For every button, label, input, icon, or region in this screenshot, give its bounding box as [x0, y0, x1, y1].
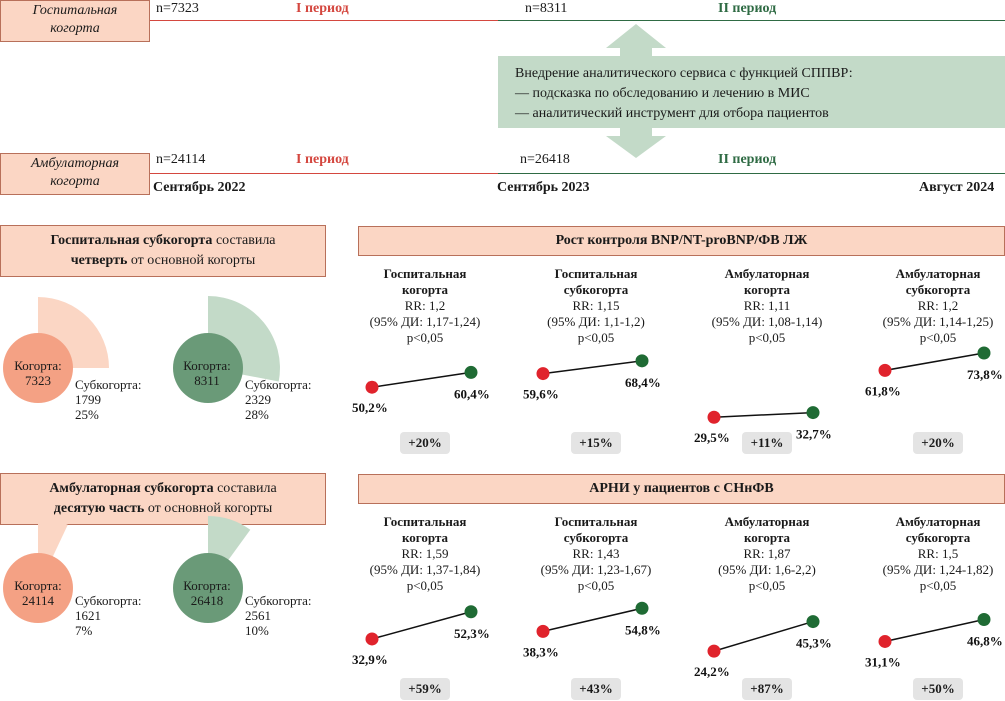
ambulatory-n-period2: n=26418 — [520, 152, 570, 167]
arni-after-label-3: 45,3% — [796, 636, 832, 651]
pie-a1-cohort-circle — [3, 553, 73, 623]
pie-h2-cohort-circle — [173, 333, 243, 403]
bnp-before-label-4: 61,8% — [865, 383, 901, 398]
hospital-subcohort-box: Госпитальная субкогорта составила четвер… — [0, 225, 326, 277]
hospital-n-period1: n=7323 — [156, 1, 199, 16]
bnp-change-badge-1: +20% — [400, 432, 450, 454]
bnp-after-label-4: 73,8% — [967, 367, 1003, 382]
arni-slope-line-3 — [713, 620, 814, 652]
bnp-change-badge-4: +20% — [913, 432, 963, 454]
arni-after-label-4: 46,8% — [967, 633, 1003, 648]
ambulatory-n-period1: n=24114 — [156, 152, 206, 167]
hospital-period1-label: I период — [296, 1, 349, 16]
pie-h1-cohort-text: Когорта:7323 — [14, 358, 62, 388]
pie-a2-cohort-circle — [173, 553, 243, 623]
bnp-after-point-3 — [806, 406, 820, 420]
intervention-line-3: — аналитический инструмент для отбора па… — [515, 106, 829, 121]
bnp-slope-line-1 — [371, 371, 472, 388]
ambulatory-cohort-label: Амбулаторная когорта — [0, 153, 150, 195]
bnp-after-point-1 — [464, 365, 478, 379]
bnp-panel-title: Рост контроля BNP/NT-proBNP/ФВ ЛЖ — [358, 226, 1005, 256]
arni-before-point-3 — [707, 644, 721, 658]
bnp-slope-line-4 — [884, 352, 985, 372]
hospital-cohort-label: Госпитальная когорта — [0, 0, 150, 42]
arni-after-point-1 — [464, 605, 478, 619]
arni-change-badge-4: +50% — [913, 678, 963, 700]
arni-panel-title: АРНИ у пациентов с СНнФВ — [358, 474, 1005, 504]
arni-change-badge-1: +59% — [400, 678, 450, 700]
bnp-slope-line-3 — [713, 411, 814, 418]
arni-slope-line-4 — [884, 618, 985, 643]
bnp-slope-line-2 — [542, 360, 643, 375]
intervention-line-1: Внедрение аналитического сервиса с функц… — [515, 66, 853, 81]
arni-before-point-1 — [365, 632, 379, 646]
arni-before-label-3: 24,2% — [694, 664, 730, 679]
bnp-after-point-4 — [977, 346, 991, 360]
date-mid: Сентябрь 2023 — [497, 180, 590, 195]
intervention-box: Внедрение аналитического сервиса с функц… — [498, 56, 1005, 128]
pie-h1-cohort-circle — [3, 333, 73, 403]
bnp-after-point-2 — [635, 354, 649, 368]
arni-after-label-2: 54,8% — [625, 622, 661, 637]
arni-before-label-4: 31,1% — [865, 654, 901, 669]
hospital-period2-label: II период — [718, 1, 777, 16]
ambulatory-subcohort-box: Амбулаторная субкогорта составила десяту… — [0, 473, 326, 525]
pie-a2-cohort-text: Когорта:26418 — [183, 578, 231, 608]
hospital-period1-line — [150, 20, 498, 21]
arni-slope-line-2 — [542, 607, 643, 633]
date-start: Сентябрь 2022 — [153, 180, 246, 195]
bnp-before-label-3: 29,5% — [694, 430, 730, 445]
arni-after-point-2 — [635, 601, 649, 615]
arni-before-label-2: 38,3% — [523, 644, 559, 659]
hospital-period2-line — [498, 20, 1005, 21]
bnp-after-label-2: 68,4% — [625, 375, 661, 390]
ambulatory-period1-label: I период — [296, 152, 349, 167]
pie-a1-cohort-text: Когорта:24114 — [14, 578, 62, 608]
arni-change-badge-2: +43% — [571, 678, 621, 700]
ambulatory-period2-label: II период — [718, 152, 777, 167]
bnp-change-badge-3: +11% — [742, 432, 792, 454]
bnp-change-badge-2: +15% — [571, 432, 621, 454]
intervention-line-2: — подсказка по обследованию и лечению в … — [515, 86, 810, 101]
ambulatory-period1-line — [150, 173, 498, 174]
arni-after-point-3 — [806, 615, 820, 629]
subcohort-pies — [3, 296, 280, 623]
bnp-after-label-3: 32,7% — [796, 427, 832, 442]
bnp-before-point-4 — [878, 363, 892, 377]
bnp-before-point-1 — [365, 380, 379, 394]
bnp-before-label-2: 59,6% — [523, 387, 559, 402]
hospital-n-period2: n=8311 — [525, 1, 568, 16]
bnp-after-label-1: 60,4% — [454, 386, 490, 401]
bnp-before-label-1: 50,2% — [352, 400, 388, 415]
arni-slope-line-1 — [371, 611, 472, 640]
bnp-before-point-3 — [707, 410, 721, 424]
arni-before-point-4 — [878, 634, 892, 648]
bnp-before-point-2 — [536, 367, 550, 381]
date-end: Август 2024 — [919, 180, 995, 195]
arni-before-label-1: 32,9% — [352, 652, 388, 667]
arni-before-point-2 — [536, 624, 550, 638]
pie-h2-cohort-text: Когорта:8311 — [183, 358, 231, 388]
arni-after-point-4 — [977, 612, 991, 626]
arni-change-badge-3: +87% — [742, 678, 792, 700]
ambulatory-period2-line — [498, 173, 1005, 174]
arni-after-label-1: 52,3% — [454, 626, 490, 641]
